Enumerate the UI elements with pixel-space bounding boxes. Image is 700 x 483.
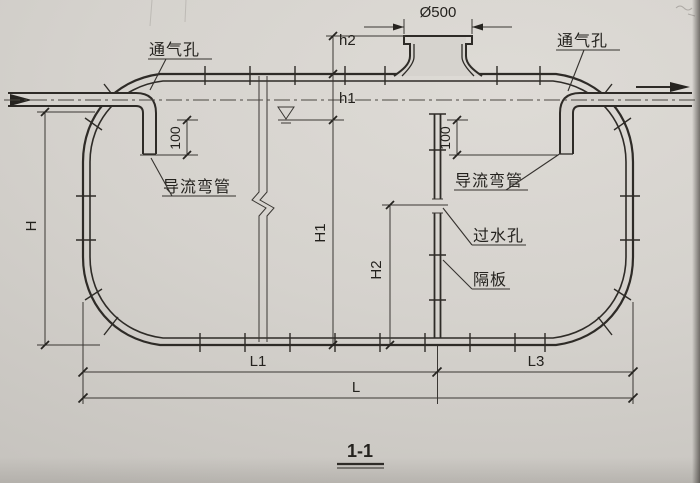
h2-label: h2 bbox=[339, 32, 356, 49]
dim-100-left: 100 bbox=[140, 115, 198, 160]
flow-arrow-right bbox=[636, 82, 690, 92]
water-level-symbol bbox=[277, 106, 295, 124]
H2-label: H2 bbox=[368, 260, 385, 279]
dim-bottom: L1 L3 L bbox=[77, 302, 639, 404]
water-hole-label: 过水孔 bbox=[473, 227, 524, 245]
callout-guide-elbow-right: 导流弯管 bbox=[454, 152, 562, 191]
vent-left-label: 通气孔 bbox=[149, 41, 200, 59]
partition-label: 隔板 bbox=[473, 271, 507, 289]
partition-board bbox=[429, 113, 446, 338]
inlet-pipe bbox=[8, 92, 157, 155]
dim-H2: H2 bbox=[368, 200, 448, 350]
guide-elbow-left-label: 导流弯管 bbox=[163, 178, 231, 196]
paper-marks bbox=[149, 0, 696, 27]
section-title: 1-1 bbox=[337, 441, 384, 469]
callout-vent-right: 通气孔 bbox=[556, 32, 620, 92]
h1-label: h1 bbox=[339, 90, 356, 107]
tank-shell bbox=[81, 72, 635, 347]
flow-arrow-left bbox=[10, 94, 32, 106]
H1-label: H1 bbox=[312, 223, 329, 242]
dim-manhole-diameter: Ø500 bbox=[364, 4, 512, 34]
dim-H1: H1 bbox=[312, 120, 338, 350]
guide-elbow-right-label: 导流弯管 bbox=[455, 172, 523, 190]
callout-water-hole: 过水孔 bbox=[442, 207, 526, 246]
manhole-neck bbox=[393, 35, 483, 77]
offset-left-label: 100 bbox=[167, 126, 183, 150]
dim-h2: h2 bbox=[326, 31, 406, 79]
break-lines bbox=[251, 76, 275, 342]
H-label: H bbox=[23, 221, 40, 232]
section-title-label: 1-1 bbox=[347, 441, 373, 461]
L3-label: L3 bbox=[528, 353, 545, 370]
L-label: L bbox=[352, 379, 360, 396]
outlet-pipe bbox=[559, 92, 692, 155]
manhole-diameter-label: Ø500 bbox=[420, 4, 457, 21]
shell-ticks bbox=[76, 66, 640, 352]
offset-right-label: 100 bbox=[437, 126, 453, 150]
callout-partition: 隔板 bbox=[442, 259, 510, 290]
dim-H: H bbox=[23, 107, 100, 350]
vent-right-label: 通气孔 bbox=[557, 32, 608, 50]
dim-h1: h1 bbox=[278, 74, 356, 125]
dim-100-right: 100 bbox=[437, 115, 558, 160]
L1-label: L1 bbox=[250, 353, 267, 370]
callout-guide-elbow-left: 导流弯管 bbox=[150, 157, 236, 197]
callout-vent-left: 通气孔 bbox=[148, 41, 212, 91]
